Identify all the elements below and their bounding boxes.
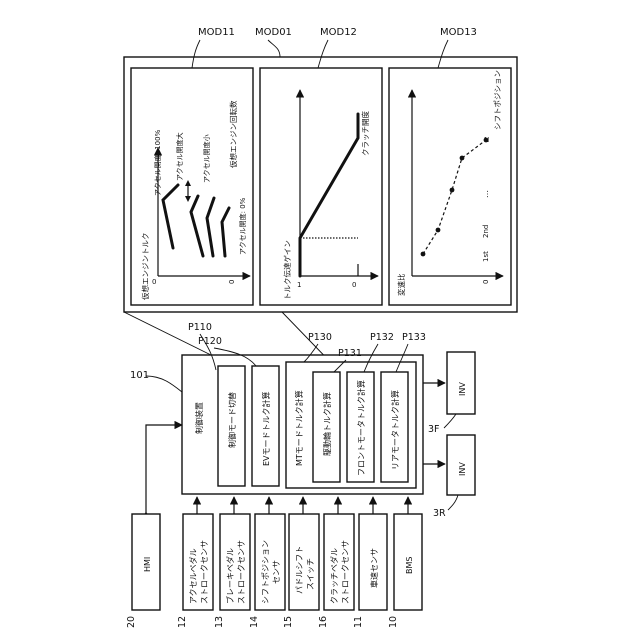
graph-mod13-point — [460, 156, 465, 161]
clutch-label-1: クラッチペダル — [329, 548, 339, 604]
inv-rear-label: INV — [458, 462, 467, 476]
bms-label: BMS — [405, 557, 414, 574]
ref-101: 101 — [130, 370, 149, 381]
ref-101-leader — [146, 376, 182, 392]
graph-mod13-point — [484, 138, 489, 143]
ev-torque-label: EVモードトルク計算 — [261, 391, 271, 466]
graph-mod11-label-0: アクセル開度: 0% — [238, 197, 247, 255]
graph-mod11-label-large: アクセル開度大 — [175, 132, 184, 181]
graph-mod11: 仮想エンジントルク 仮想エンジン回転数 0 0 アクセル開度: 100% アクセ… — [131, 68, 253, 305]
graph-mod12-tick-0: 0 — [352, 281, 356, 289]
speed-label: 車速センサ — [369, 548, 379, 588]
accel-label-2: ストロークセンサ — [200, 540, 209, 604]
controller-title: 制御装置 — [194, 402, 204, 434]
mod12-label: MOD12 — [320, 27, 357, 38]
graph-mod12-ylabel: トルク伝達ゲイン — [282, 240, 292, 300]
clutch-label-2: ストロークセンサ — [341, 540, 350, 604]
ref-10: 10 — [388, 616, 399, 628]
ref-11: 11 — [353, 616, 364, 628]
shift-label-1: シフトポジション — [261, 540, 270, 604]
graph-mod13-point — [421, 252, 426, 257]
ref-3f-leader — [444, 414, 456, 428]
graph-mod13-ellipsis: … — [481, 190, 490, 198]
front-torque-label: フロントモータトルク計算 — [356, 380, 366, 476]
graph-mod13-xlabel: シフトポジション — [493, 70, 502, 130]
graph-mod11-origin-y: 0 — [152, 278, 156, 286]
graph-mod11-ylabel: 仮想エンジントルク — [140, 233, 150, 301]
ref-p131: P131 — [338, 348, 362, 359]
ref-15: 15 — [283, 616, 294, 628]
graph-mod13-point — [436, 228, 441, 233]
mode-switch-label: 制御モード切替 — [227, 392, 237, 448]
ref-16: 16 — [318, 616, 329, 628]
mod01-leader — [268, 40, 280, 57]
graph-mod13-ylabel: 変速比 — [396, 273, 406, 296]
ref-20: 20 — [126, 616, 137, 628]
graph-mod13: 変速比 シフトポジション 0 1st 2nd … N — [389, 68, 511, 305]
mt-torque-label: MTモードトルク計算 — [294, 390, 304, 466]
brake-label-2: ストロークセンサ — [237, 540, 246, 604]
mod01-callout-left — [124, 312, 215, 357]
brake-label-1: ブレーキペダル — [225, 548, 235, 604]
graph-mod11-xlabel: 仮想エンジン回転数 — [228, 100, 238, 168]
ref-14: 14 — [249, 616, 260, 628]
ref-3r: 3R — [433, 508, 446, 519]
graph-mod12: トルク伝達ゲイン クラッチ開度 1 0 — [260, 68, 382, 305]
ref-p110: P110 — [188, 322, 212, 333]
mod11-label: MOD11 — [198, 27, 235, 38]
graph-mod13-origin: 0 — [482, 280, 490, 284]
mod01-label: MOD01 — [255, 27, 292, 38]
accel-label-1: アクセルペダル — [188, 548, 198, 604]
graph-mod12-tick-1: 1 — [297, 281, 301, 289]
ref-3f: 3F — [428, 424, 440, 435]
inv-front-label: INV — [458, 382, 467, 396]
ref-12: 12 — [177, 616, 188, 628]
paddle-label-1: パドルシフト — [295, 546, 304, 594]
graph-mod12-frame — [260, 68, 382, 305]
drive-torque-label: 駆動輪トルク計算 — [322, 392, 332, 456]
ref-p133: P133 — [402, 332, 426, 343]
hmi-label: HMI — [143, 557, 152, 572]
graph-mod13-second: 2nd — [482, 225, 490, 238]
shift-label-2: センサ — [272, 560, 281, 584]
rear-torque-label: リアモータトルク計算 — [390, 390, 400, 470]
graph-mod13-first: 1st — [482, 251, 490, 262]
ref-13: 13 — [214, 616, 225, 628]
mod13-label: MOD13 — [440, 27, 477, 38]
ref-p130: P130 — [308, 332, 332, 343]
ref-p120: P120 — [198, 336, 222, 347]
graph-mod11-label-small: アクセル開度小 — [202, 134, 211, 183]
graph-mod11-origin-x: 0 — [228, 280, 236, 284]
ref-3r-leader — [448, 495, 458, 510]
paddle-label-2: スイッチ — [306, 558, 315, 590]
graph-mod11-label-100: アクセル開度: 100% — [153, 129, 162, 196]
graph-mod13-point — [450, 188, 455, 193]
hmi-connector — [146, 425, 182, 512]
graph-mod12-xlabel: クラッチ開度 — [360, 111, 370, 156]
ref-p132: P132 — [370, 332, 394, 343]
